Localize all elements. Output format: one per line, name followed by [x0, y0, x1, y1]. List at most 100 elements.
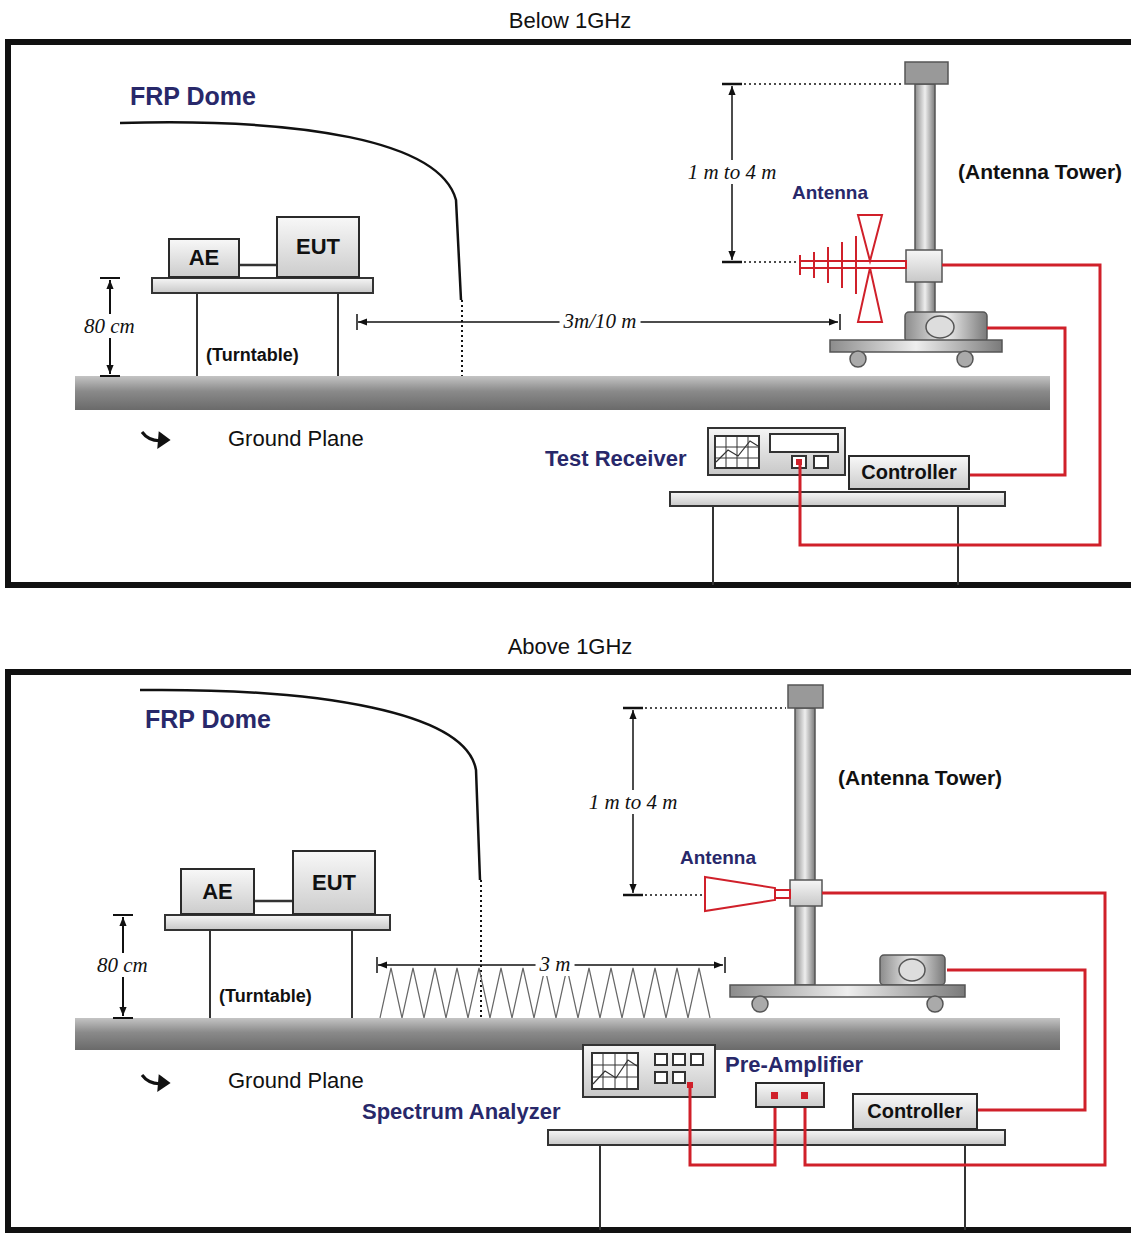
log-periodic-antenna — [827, 247, 829, 283]
antenna-tower — [752, 996, 768, 1012]
ground-plane-arrow — [142, 432, 168, 446]
log-periodic-antenna — [813, 252, 815, 278]
ground-plane — [75, 1018, 1060, 1050]
instrument-table — [712, 506, 714, 585]
rf-cable — [690, 1108, 775, 1165]
auxiliary-equipment-box: AE — [168, 238, 240, 278]
test-receiver-instrument — [715, 436, 759, 468]
instrument-table — [599, 1145, 601, 1230]
frp-dome — [120, 122, 461, 300]
annotation-label: 80 cm — [93, 953, 152, 977]
antenna-tower — [880, 955, 945, 985]
test-receiver-instrument — [716, 441, 758, 462]
turntable — [165, 915, 390, 930]
port — [801, 1092, 808, 1099]
log-periodic-antenna — [855, 236, 857, 294]
turntable — [351, 930, 353, 1018]
panel-frame — [8, 42, 1131, 585]
box-label: Controller — [861, 461, 957, 484]
annotation-label: Ground Plane — [228, 1068, 364, 1093]
rf-cable — [800, 265, 1100, 545]
antenna-tower — [927, 996, 943, 1012]
frp-dome — [140, 690, 481, 1018]
ground-plane-arrow — [159, 1077, 168, 1089]
height-dimension — [100, 277, 120, 279]
box-label: Controller — [867, 1100, 963, 1123]
test-receiver: Test Receiver — [545, 428, 845, 475]
log-periodic-antenna — [858, 268, 882, 322]
antenna-tower — [926, 316, 954, 338]
height-dimension — [113, 1017, 133, 1019]
frp-dome — [461, 300, 463, 376]
annotation-label: (Antenna Tower) — [958, 160, 1122, 184]
box-label: EUT — [312, 870, 356, 896]
spectrum-analyzer-instrument — [673, 1072, 685, 1083]
auxiliary-equipment-box: AE — [180, 868, 255, 915]
controller-box: Controller — [852, 1093, 978, 1130]
annotation-label: Antenna — [680, 847, 756, 869]
amplifier-box — [755, 1082, 825, 1108]
turntable — [152, 278, 373, 293]
antenna-tower — [957, 351, 973, 367]
box-label: EUT — [296, 234, 340, 260]
spectrum-analyzer-instrument — [593, 1060, 637, 1084]
antenna-tower — [830, 340, 1002, 352]
turntable — [165, 915, 390, 1018]
instrument-label: Test Receiver — [545, 446, 686, 472]
instrument-label: Pre-Amplifier — [725, 1052, 863, 1078]
test-receiver-instrument — [814, 456, 828, 468]
log-periodic-antenna — [858, 215, 882, 261]
horn-antenna — [705, 877, 790, 911]
tower-height-dimension — [623, 894, 643, 897]
controller-box: Controller — [848, 455, 970, 490]
eut-box: EUT — [292, 850, 376, 915]
rf-cable — [689, 1085, 692, 1126]
spectrum-analyzer-instrument — [583, 1045, 715, 1097]
spectrum-analyzer-instrument — [655, 1054, 667, 1065]
test-receiver-instrument — [770, 434, 838, 452]
ground-plane — [75, 376, 1050, 410]
annotation-label: (Antenna Tower) — [838, 766, 1002, 790]
frp-dome — [120, 122, 462, 376]
rf-cable — [800, 265, 1100, 545]
log-periodic-antenna — [800, 215, 906, 322]
annotation-label: (Turntable) — [206, 345, 299, 366]
tower-height-dimension — [722, 261, 742, 264]
annotation-label: 1 m to 4 m — [684, 160, 781, 184]
spectrum-analyzer-instrument — [592, 1053, 638, 1089]
log-periodic-antenna — [800, 261, 906, 268]
annotation-label: 80 cm — [80, 314, 139, 338]
eut-box: EUT — [276, 216, 360, 278]
antenna-tower — [905, 312, 987, 342]
ground-plane-arrow — [142, 1075, 168, 1089]
annotation-label: Below 1GHz — [509, 8, 631, 33]
spectrum-analyzer-instrument — [592, 1053, 638, 1089]
panel-frame — [8, 672, 1131, 1230]
antenna-tower — [915, 84, 935, 342]
box-label: AE — [202, 879, 233, 905]
distance-dimension — [839, 314, 841, 330]
spectrum-analyzer-instrument — [655, 1072, 667, 1083]
turntable — [152, 278, 373, 376]
rf-cable — [970, 328, 1065, 475]
annotation-label: 3m/10 m — [560, 309, 641, 333]
height-dimension — [113, 914, 133, 916]
box-label: AE — [189, 245, 220, 271]
distance-dimension — [376, 957, 378, 973]
antenna-tower — [790, 880, 822, 906]
instrument-table — [670, 492, 1005, 506]
distance-dimension — [356, 314, 358, 330]
tower-height-dimension — [744, 261, 798, 263]
antenna-tower — [788, 685, 823, 708]
spectrum-analyzer: Spectrum Analyzer — [362, 1045, 715, 1126]
antenna-tower — [730, 985, 965, 997]
instrument-table — [964, 1145, 966, 1230]
annotation-label: Above 1GHz — [508, 634, 633, 659]
spectrum-analyzer-instrument — [691, 1054, 703, 1065]
antenna-tower — [905, 62, 948, 84]
rf-cable — [690, 893, 1105, 1165]
instrument-table — [670, 492, 1005, 585]
tower-height-dimension — [623, 707, 643, 710]
